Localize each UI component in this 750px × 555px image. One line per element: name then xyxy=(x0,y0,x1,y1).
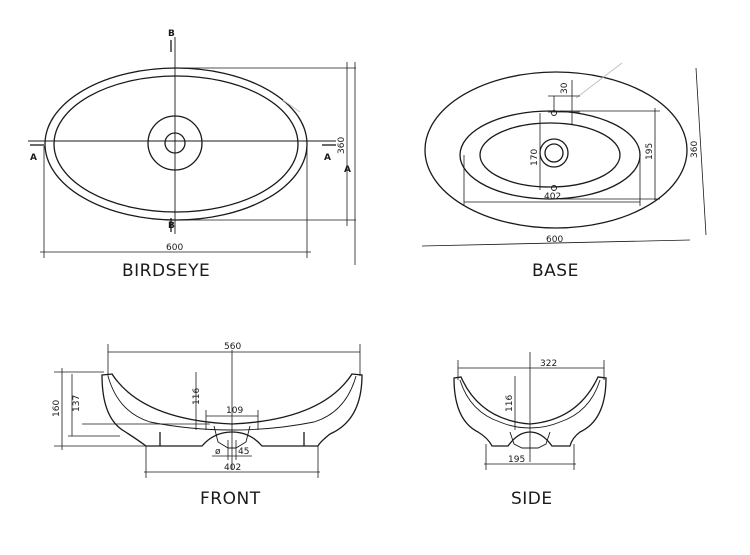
side-top-width-label: 322 xyxy=(540,359,557,369)
side-inner-depth-label: 116 xyxy=(505,395,515,412)
section-a-right-label: A xyxy=(324,153,331,163)
front-view: 560 160 137 116 109 ø 45 402 FRONT xyxy=(52,342,363,509)
front-diameter-symbol: ø xyxy=(215,447,221,457)
side-bowl-outline xyxy=(453,376,607,447)
base-hole-offset-label: 30 xyxy=(560,82,570,94)
section-b-top-label: B xyxy=(168,29,175,39)
section-a-left-label: A xyxy=(30,153,37,163)
base-height-label: 360 xyxy=(690,141,700,158)
base-width-label: 600 xyxy=(546,235,563,245)
front-bowl-height-label: 137 xyxy=(72,395,82,412)
birdseye-height-label: 360 xyxy=(337,137,347,154)
section-a-side-label: A xyxy=(344,165,351,175)
side-title: SIDE xyxy=(511,489,553,509)
base-inner-width-label: 402 xyxy=(544,192,561,202)
front-inner-curve xyxy=(107,375,233,431)
birdseye-highlight xyxy=(282,99,301,113)
base-width-dimension xyxy=(421,239,691,247)
front-drain-width-label: 109 xyxy=(226,406,243,416)
base-foot-ring-outer xyxy=(459,110,641,200)
birdseye-width-label: 600 xyxy=(166,243,183,253)
base-title: BASE xyxy=(532,261,579,281)
side-base-width-label: 195 xyxy=(508,455,525,465)
base-view: 30 170 402 195 360 600 BASE xyxy=(421,62,707,281)
front-drain-diameter-label: 45 xyxy=(238,447,249,457)
birdseye-view: B B A A A 600 360 BIRDSEYE xyxy=(28,29,356,281)
front-base-width-label: 402 xyxy=(224,463,241,473)
base-outer-outline xyxy=(424,71,688,229)
base-leader-line xyxy=(575,62,623,99)
birdseye-inner-bowl xyxy=(53,75,299,213)
side-inner-curve-left xyxy=(459,379,531,429)
base-drain-inner xyxy=(544,143,564,163)
base-fixing-hole-bottom xyxy=(551,185,557,191)
front-total-height-label: 160 xyxy=(52,400,62,417)
front-top-width-label: 560 xyxy=(224,342,241,352)
side-inner-curve-right xyxy=(529,379,601,429)
front-inner-depth-label: 116 xyxy=(192,388,202,405)
base-inner-height-label: 195 xyxy=(645,143,655,160)
front-title: FRONT xyxy=(200,489,261,509)
section-b-bottom-label: B xyxy=(168,221,175,231)
base-foot-ring-inner xyxy=(479,122,621,188)
base-drain-outer xyxy=(539,138,569,168)
side-view: 322 116 195 SIDE xyxy=(453,352,607,509)
birdseye-title: BIRDSEYE xyxy=(122,261,210,281)
birdseye-outer-rim xyxy=(44,67,308,221)
front-inner-curve-right xyxy=(231,375,357,431)
base-height-dimension xyxy=(695,67,707,236)
base-hole-span-label: 170 xyxy=(530,149,540,166)
